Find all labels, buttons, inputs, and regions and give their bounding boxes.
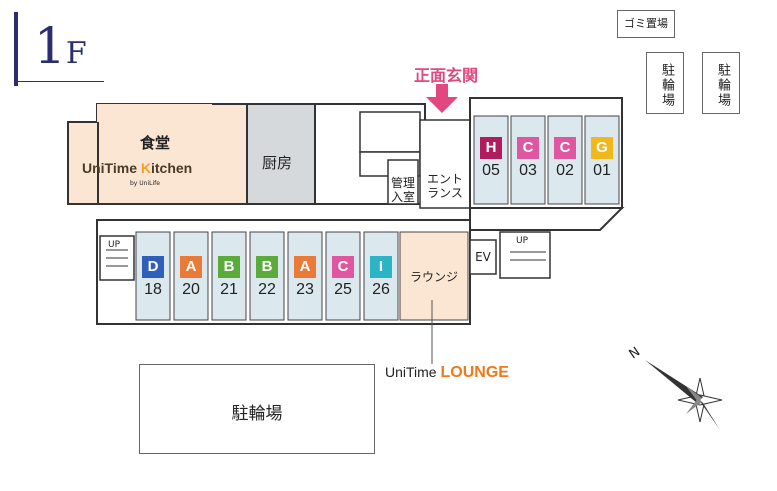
unit-number-03: 03 — [519, 162, 537, 179]
floor-number: 1 — [34, 17, 66, 75]
elevator — [469, 239, 497, 275]
stairs-right-label: UP — [515, 236, 528, 246]
unit-badge-26: I — [370, 256, 392, 278]
unit-number-02: 02 — [556, 162, 574, 179]
kitchen-label: 厨房 — [262, 154, 293, 172]
unit-number-25: 25 — [334, 281, 352, 298]
bike-parking-small-2: 駐輪場 — [702, 52, 740, 114]
unit-badge-03: C — [517, 137, 539, 159]
kitchen-logo-k: K — [140, 160, 151, 176]
floor-underline — [18, 81, 104, 82]
bike-parking-small-2-label: 駐輪場 — [715, 63, 730, 108]
main-entrance-label: 正面玄関 — [413, 66, 478, 85]
unit-badge-23: A — [294, 256, 316, 278]
stairs-right — [499, 231, 551, 279]
unit-number-20: 20 — [182, 281, 200, 298]
lounge-logo-suffix: LOUNGE — [440, 364, 509, 381]
admin-room — [387, 159, 419, 205]
lounge-room — [399, 231, 469, 321]
kitchen-logo-prefix: UniTime — [82, 160, 137, 176]
floor-accent-bar — [14, 12, 18, 86]
unit-number-01: 01 — [593, 162, 611, 179]
stairs-left-label: UP — [107, 240, 120, 250]
bike-parking-small-1-label: 駐輪場 — [659, 63, 674, 108]
unit-badge-02: C — [554, 137, 576, 159]
unit-badge-21: B — [218, 256, 240, 278]
entrance-arrow-icon — [426, 84, 458, 113]
bike-parking-large: 駐輪場 — [139, 364, 375, 454]
unit-number-26: 26 — [372, 281, 390, 298]
kitchen-logo: UniTime Kitchen — [82, 160, 192, 176]
unit-number-22: 22 — [258, 281, 276, 298]
unit-number-21: 21 — [220, 281, 238, 298]
unit-number-18: 18 — [144, 281, 162, 298]
kitchen-logo-sub: by UniLife — [130, 180, 160, 187]
lounge-logo-prefix: UniTime — [385, 364, 437, 380]
compass-icon — [645, 360, 723, 430]
trash-area: ゴミ置場 — [617, 10, 675, 38]
bike-parking-large-label: 駐輪場 — [231, 404, 283, 424]
trash-label: ゴミ置場 — [624, 17, 668, 30]
floor-label: 1F — [34, 14, 87, 86]
floor-suffix: F — [65, 36, 87, 71]
ev-label: EV — [475, 250, 491, 264]
admin-label: 管理 入室 — [390, 176, 415, 204]
unit-number-23: 23 — [296, 281, 314, 298]
lounge-logo: UniTime LOUNGE — [385, 364, 509, 382]
entrance-hall — [419, 119, 471, 209]
unit-badge-18: D — [142, 256, 164, 278]
unit-badge-20: A — [180, 256, 202, 278]
entrance-hall-label: エント ランス — [426, 172, 463, 200]
unit-badge-25: C — [332, 256, 354, 278]
kitchen-room — [246, 103, 316, 205]
unit-number-05: 05 — [482, 162, 500, 179]
dining-label: 食堂 — [140, 134, 171, 152]
unit-badge-01: G — [591, 137, 613, 159]
unit-badge-22: B — [256, 256, 278, 278]
lounge-label: ラウンジ — [409, 270, 458, 284]
unit-badge-05: H — [480, 137, 502, 159]
kitchen-logo-suffix: itchen — [151, 160, 193, 176]
bike-parking-small-1: 駐輪場 — [646, 52, 684, 114]
